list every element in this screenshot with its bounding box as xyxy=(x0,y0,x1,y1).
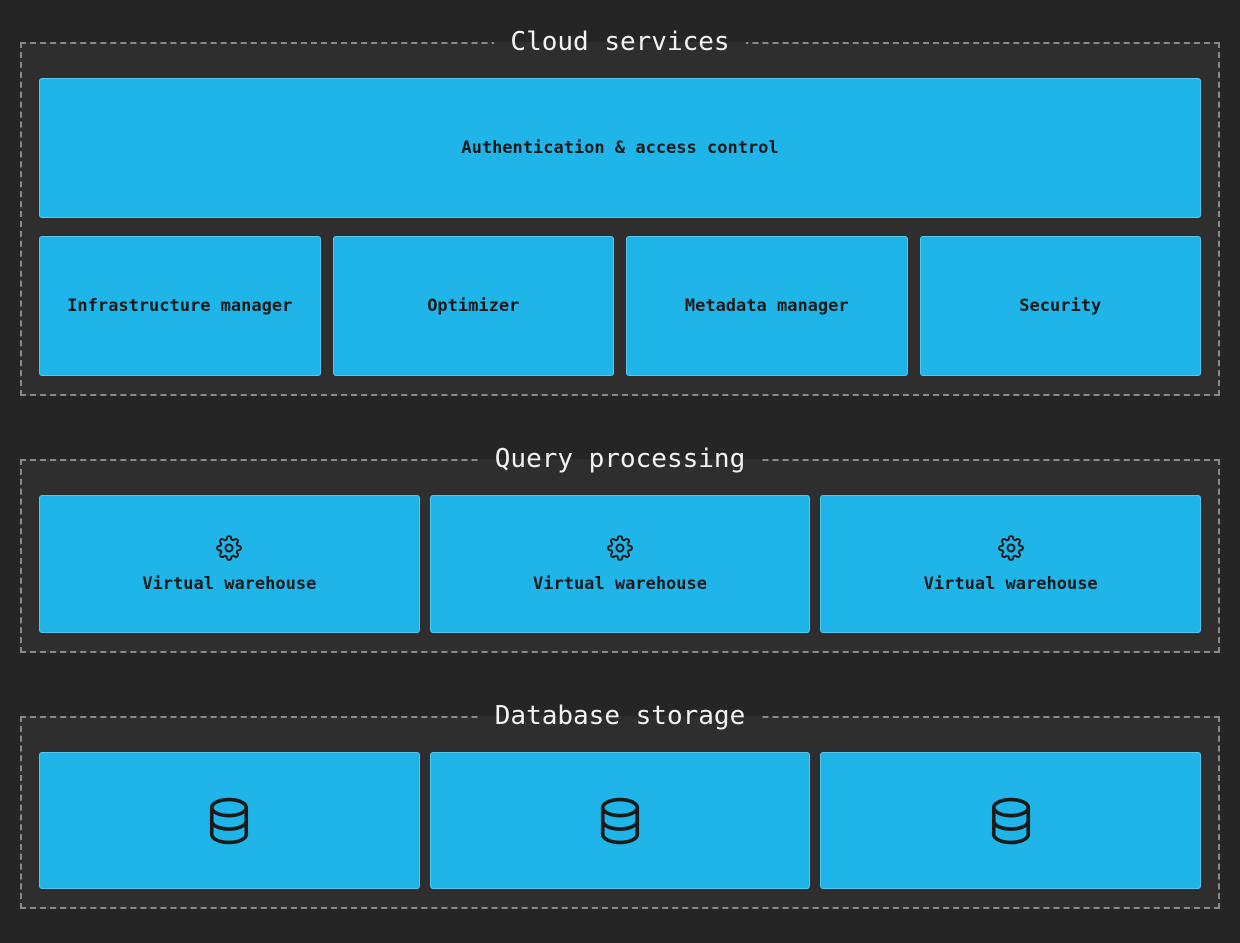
node-label: Optimizer xyxy=(427,296,520,316)
node-infrastructure-manager: Infrastructure manager xyxy=(39,236,321,376)
node-label: Metadata manager xyxy=(684,296,849,316)
section-query-processing: Query processing Virtual warehouse Virtu… xyxy=(20,444,1220,653)
gear-icon xyxy=(607,534,633,561)
node-virtual-warehouse: Virtual warehouse xyxy=(820,495,1202,633)
node-label: Virtual warehouse xyxy=(142,573,317,594)
section-cloud-services: Cloud services Authentication & access c… xyxy=(20,27,1220,396)
node-database xyxy=(820,752,1202,889)
section-title-query-processing: Query processing xyxy=(494,444,746,474)
node-optimizer: Optimizer xyxy=(332,236,614,376)
node-metadata-manager: Metadata manager xyxy=(626,236,908,376)
node-security: Security xyxy=(919,236,1201,376)
node-virtual-warehouse: Virtual warehouse xyxy=(39,495,420,633)
architecture-diagram: Cloud services Authentication & access c… xyxy=(20,27,1220,909)
node-label: Authentication & access control xyxy=(461,138,779,158)
node-database xyxy=(429,752,811,889)
gear-icon xyxy=(997,534,1024,561)
section-title-database-storage: Database storage xyxy=(494,701,746,731)
section-title-cloud-services: Cloud services xyxy=(510,27,730,57)
node-label: Infrastructure manager xyxy=(67,296,293,316)
database-storage-row xyxy=(39,752,1202,889)
node-label: Virtual warehouse xyxy=(923,573,1098,594)
database-icon xyxy=(206,796,252,846)
node-database xyxy=(39,752,420,889)
gear-icon xyxy=(216,534,243,561)
database-icon xyxy=(988,796,1034,846)
node-authentication-access-control: Authentication & access control xyxy=(39,78,1201,218)
database-icon xyxy=(597,796,643,846)
cloud-services-row: Infrastructure manager Optimizer Metadat… xyxy=(39,236,1201,376)
node-label: Virtual warehouse xyxy=(533,573,707,594)
query-processing-row: Virtual warehouse Virtual warehouse Virt… xyxy=(39,495,1202,633)
node-label: Security xyxy=(1019,296,1102,316)
section-database-storage: Database storage xyxy=(20,701,1220,909)
node-virtual-warehouse: Virtual warehouse xyxy=(429,495,811,633)
